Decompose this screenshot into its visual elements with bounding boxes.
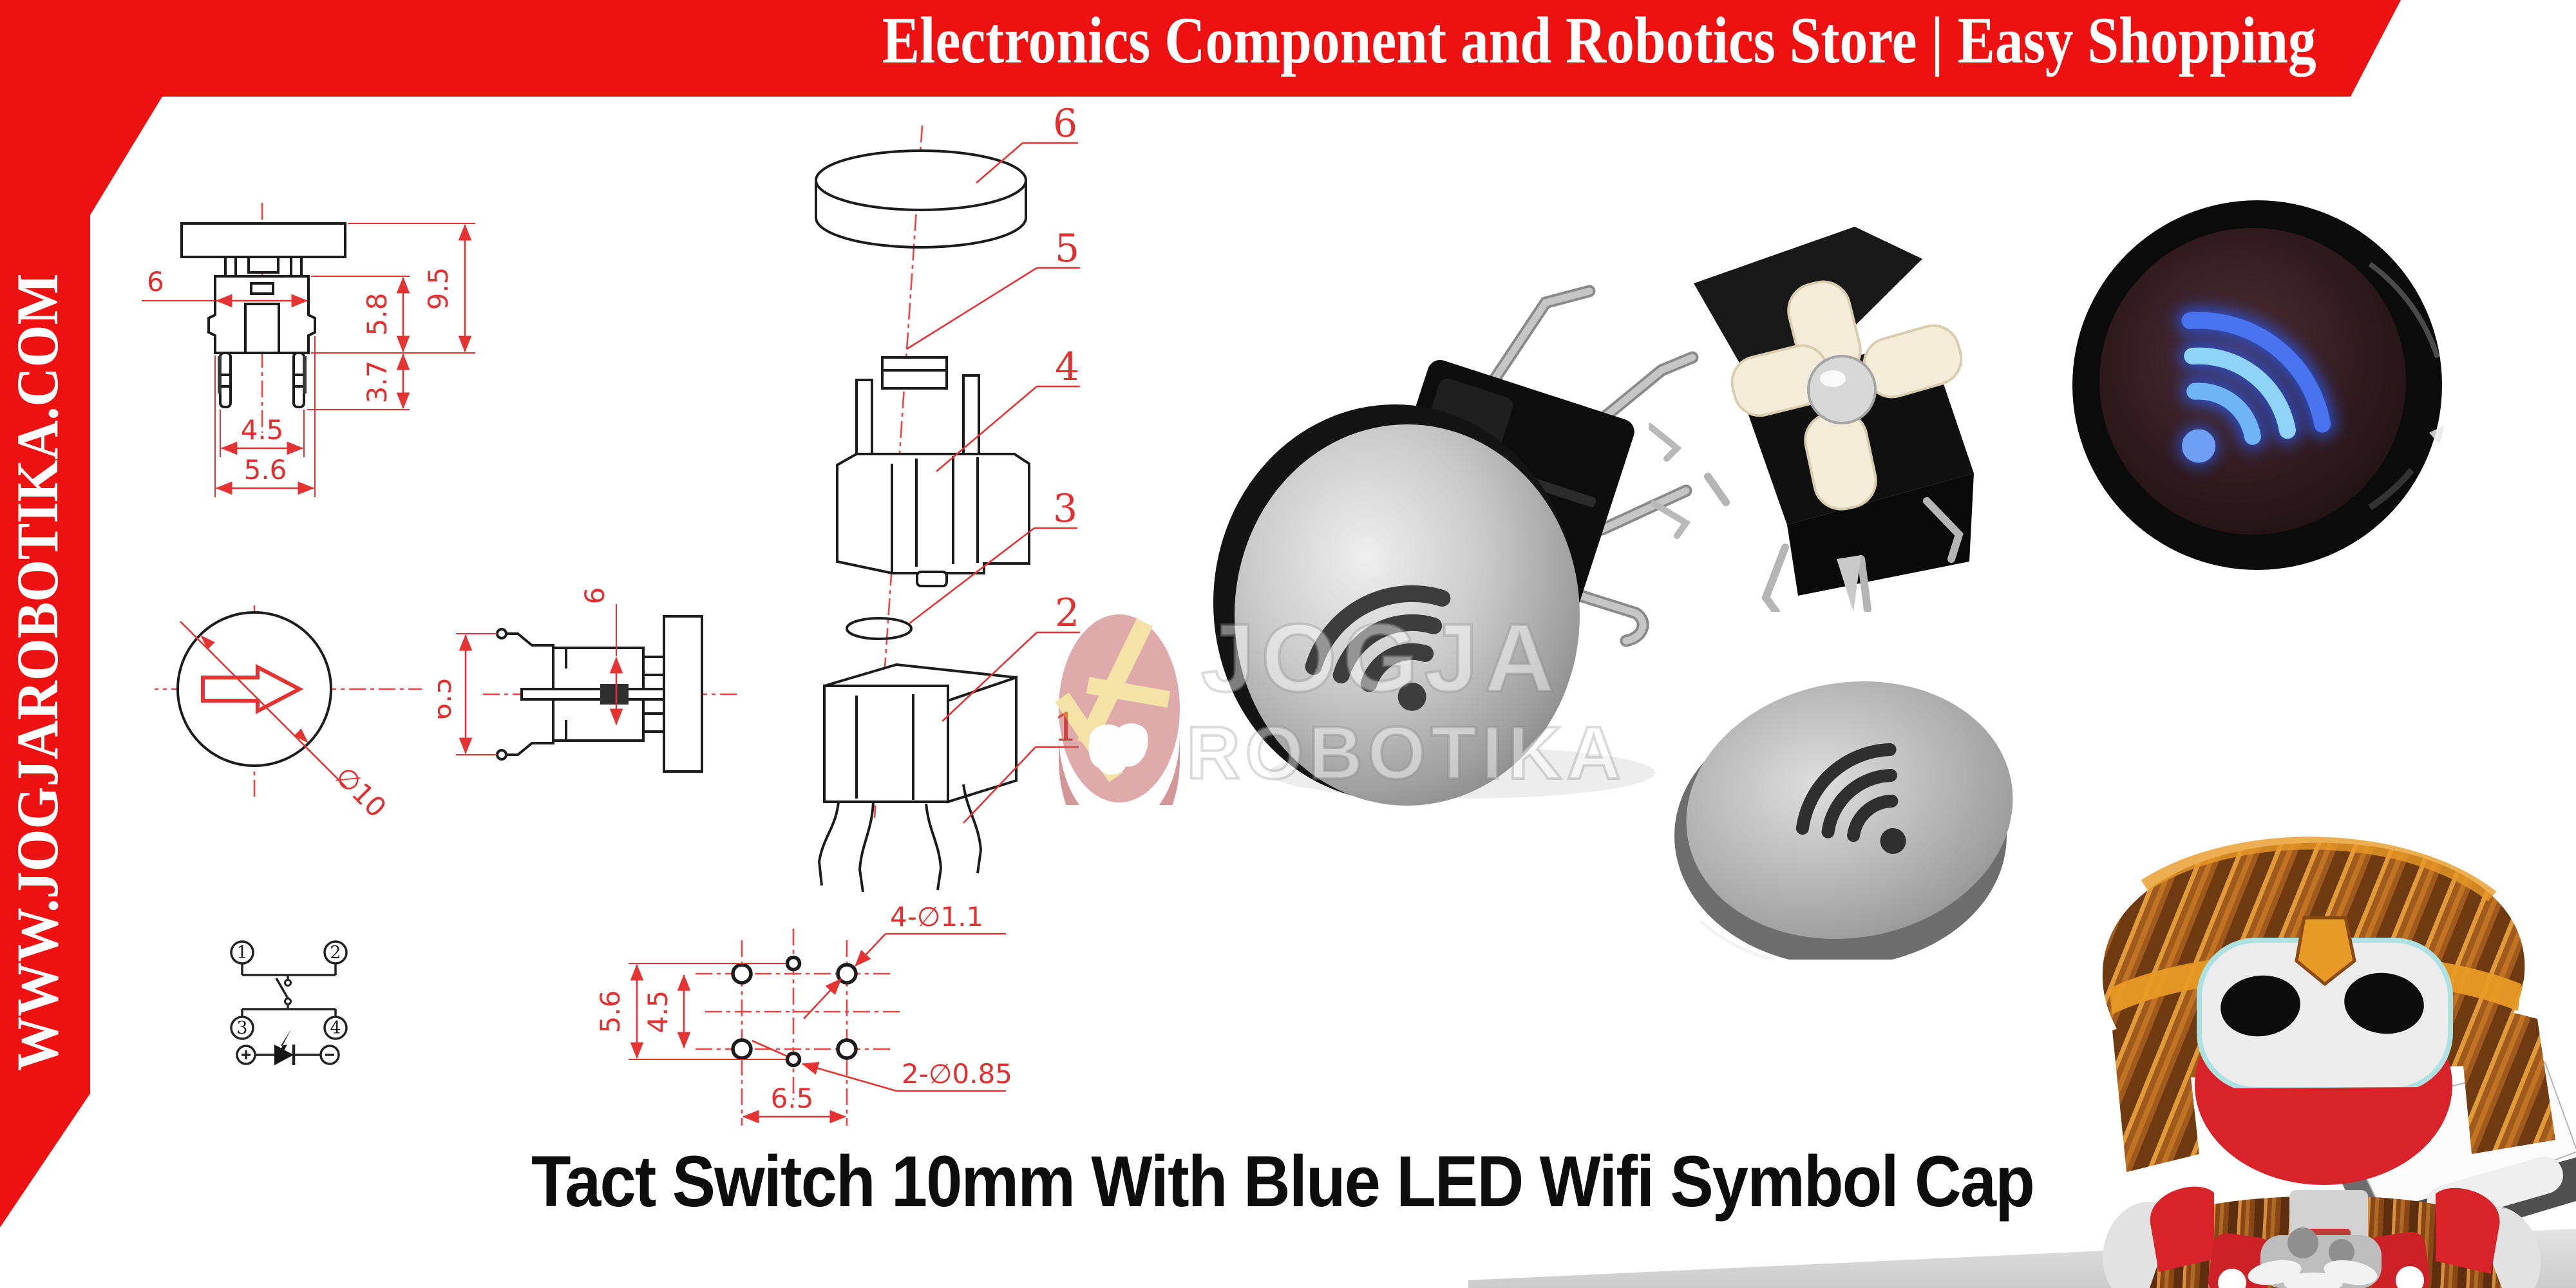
terminal-1: 1 [236,943,247,963]
footprint-dim-outer: 5.6 [599,990,626,1034]
front-dim-pin-height: 3.7 [361,361,393,404]
part-number-3: 3 [1053,486,1077,531]
part-number-4: 4 [1055,345,1079,390]
circuit-schematic: 1 2 3 4 [230,940,348,1065]
mascot-head [2102,837,2555,1185]
side-view-drawing: 6.5 6 [438,587,741,773]
mascot-robot [2102,837,2576,1288]
terminal-2: 2 [330,943,341,963]
mascot-hands-controller [2208,1227,2430,1288]
photo-switch-open [1649,227,1974,612]
part-number-1: 1 [1054,705,1078,750]
top-view-drawing: ∅10 [155,605,422,824]
front-dim-pin-span: 4.5 [241,414,284,446]
front-view-drawing: 6 9.5 5.8 3.7 4.5 5.6 [142,203,475,497]
exploded-part-base [817,663,1018,893]
front-dim-total-height: 9.5 [422,267,454,310]
photo-loose-cap [1674,681,2013,960]
top-dim-diameter: ∅10 [329,761,392,824]
part-number-2: 2 [1055,591,1079,636]
side-dim-body: 6 [579,587,611,605]
front-dim-width: 6 [147,266,164,298]
part-number-5: 5 [1055,226,1079,271]
loose-pins [1649,423,1691,539]
product-title: Tact Switch 10mm With Blue LED Wifi Symb… [531,1141,2035,1222]
store-url: WWW.JOGJAROBOTIKA.COM [5,273,70,1072]
terminal-3: 3 [236,1018,247,1038]
front-dim-base-width: 5.6 [244,454,287,486]
footprint-dim-pitch: 6.5 [771,1083,814,1114]
footprint-dim-inner: 4.5 [642,990,674,1034]
exploded-part-housing [836,453,1030,587]
mascot-body [2102,1186,2541,1288]
exploded-part-oring [846,617,913,640]
footprint-label-corner-holes: 4-∅1.1 [890,902,983,933]
photo-led-button [2072,200,2445,570]
exploded-view-drawing: 6 5 4 3 2 1 [815,103,1080,893]
front-dim-body-height: 5.8 [361,293,393,336]
photo-switch-with-cap [1213,285,1699,806]
footprint-label-center-holes: 2-∅0.85 [902,1058,1011,1090]
exploded-part-cap [815,149,1027,249]
store-tagline: Electronics Component and Robotics Store… [882,4,2316,77]
terminal-4: 4 [330,1018,341,1038]
side-dim-span: 6.5 [438,677,457,721]
clear-led-dome [1807,355,1877,424]
pcb-footprint-drawing: 5.6 4.5 6.5 4-∅1.1 2-∅0.85 [599,902,1011,1126]
part-number-6: 6 [1053,103,1077,146]
silver-cap-front [1213,404,1580,806]
